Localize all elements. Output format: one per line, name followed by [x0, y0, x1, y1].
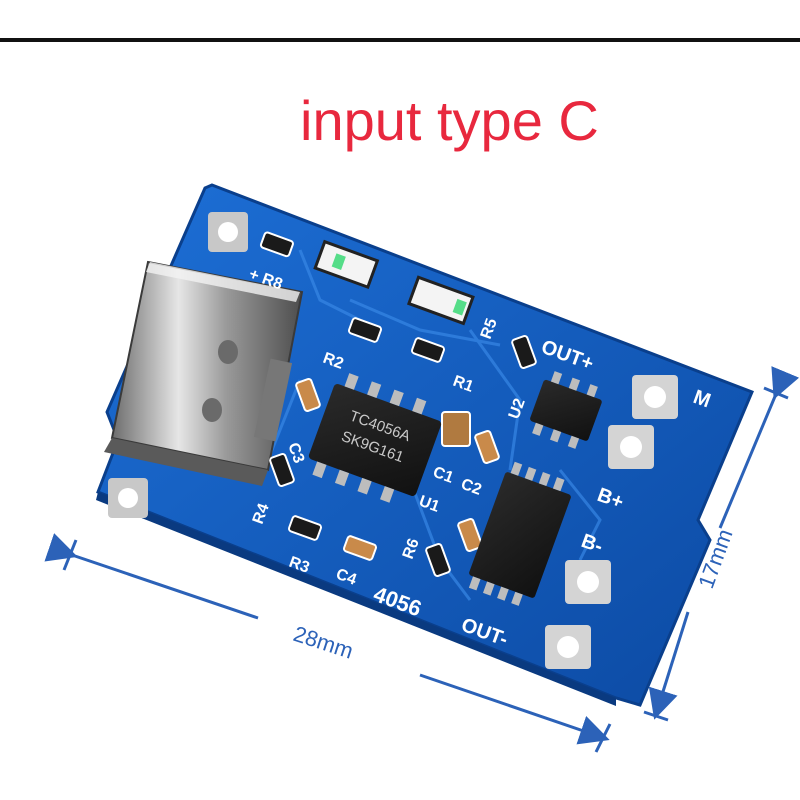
dimension-width-left-arrow: [44, 533, 259, 620]
resistor-r3: [288, 515, 322, 541]
label-r4: R4: [250, 501, 273, 526]
resistor-r5: [511, 335, 537, 369]
solder-pads: [108, 212, 678, 669]
dimension-height-bottom-arrow: [648, 611, 690, 720]
capacitor-c3: [295, 378, 321, 412]
dimension-height-top-arrow: [718, 366, 800, 529]
resistor-r2: [348, 317, 382, 343]
pad-bottom-left: [108, 478, 148, 518]
pad-b-plus: [608, 425, 654, 469]
resistor-r8: [259, 231, 294, 258]
capacitor-c2: [474, 430, 500, 464]
label-r5: R5: [478, 316, 501, 341]
resistor-r1: [411, 337, 445, 363]
top-divider-line: [0, 38, 800, 42]
label-c2: C2: [459, 476, 484, 499]
capacitor-c4: [343, 535, 377, 561]
label-u1: U1: [417, 493, 442, 516]
label-r1: R1: [451, 373, 476, 396]
capacitor-c5: [457, 518, 483, 552]
label-r3: R3: [287, 554, 312, 577]
led-red: [313, 239, 380, 290]
pad-top-left: [208, 212, 248, 252]
label-r2: R2: [321, 350, 346, 373]
label-m: M: [690, 386, 713, 412]
usb-type-c-connector: [104, 260, 304, 486]
pad-m: [632, 375, 678, 419]
caption-title: input type C: [300, 89, 599, 152]
label-c3: C3: [284, 441, 307, 466]
label-c4: C4: [334, 566, 359, 589]
ic-protection: [468, 461, 571, 606]
dimension-width-label: 28mm: [290, 621, 356, 664]
led-indicators: [313, 239, 475, 326]
ic-u1: TC4056A SK9G161: [308, 373, 442, 503]
ic-u2: [530, 371, 602, 449]
label-r6: R6: [400, 536, 423, 561]
led-green: [406, 275, 475, 326]
smd-components: [259, 231, 537, 577]
pad-b-minus: [565, 560, 611, 604]
dimension-width-right-arrow: [419, 673, 610, 745]
pad-out-minus: [545, 625, 591, 669]
capacitor-c1: [441, 411, 471, 447]
label-u2: U2: [506, 396, 529, 421]
resistor-r6: [425, 543, 451, 577]
label-c1: C1: [431, 464, 456, 487]
resistor-r4: [269, 453, 295, 487]
